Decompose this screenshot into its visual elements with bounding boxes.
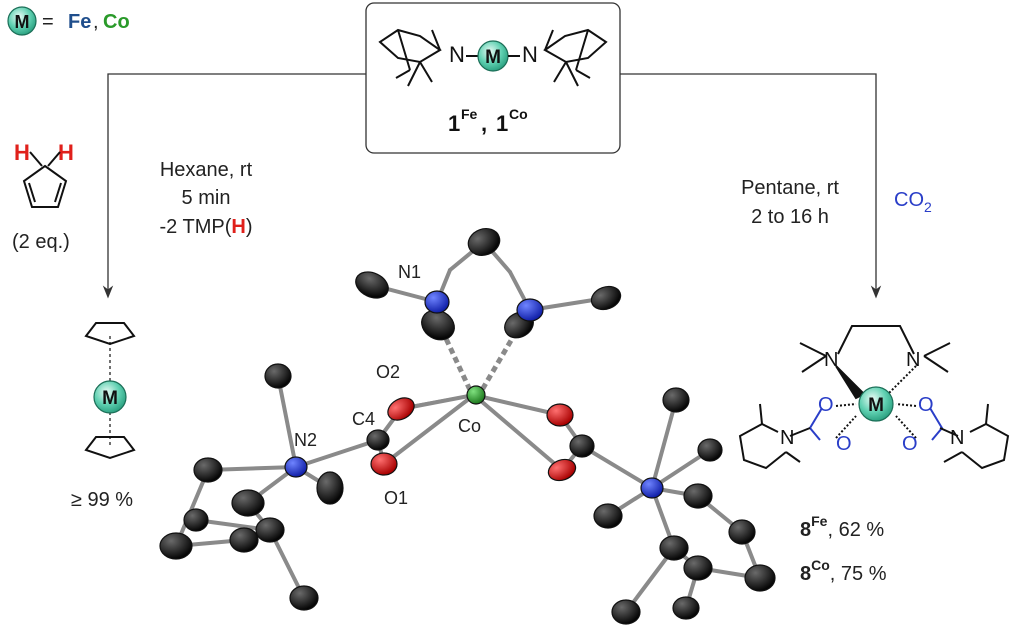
left-conditions: Hexane, rt 5 min -2 TMP(H) xyxy=(160,159,253,238)
atom-c xyxy=(683,483,713,509)
metallocene-metal-sphere-icon xyxy=(93,380,127,414)
metallocene-metal-symbol: M xyxy=(102,388,118,409)
start-metal-symbol: M xyxy=(485,47,501,68)
cp-equivalents: (2 eq.) xyxy=(12,231,70,253)
atom-c xyxy=(159,532,193,560)
atom-c xyxy=(697,438,723,462)
atom-c xyxy=(193,457,223,483)
left-cond-3: -2 TMP(H) xyxy=(160,216,253,238)
right-conditions: Pentane, rt 2 to 16 h CO2 xyxy=(741,177,932,228)
atom-c xyxy=(421,309,455,341)
label-n2: N2 xyxy=(294,430,317,450)
right-cond-2: 2 to 16 h xyxy=(751,206,829,228)
atom-c xyxy=(611,599,641,625)
label-o1: O1 xyxy=(384,488,408,508)
carb-metal-symbol: M xyxy=(868,395,884,416)
label-n1: N1 xyxy=(398,262,421,282)
atom-co xyxy=(466,385,486,405)
starting-material: N M N 1 Fe , 1 Co xyxy=(365,2,621,154)
cp-h-right: H xyxy=(58,140,74,165)
label-o2: O2 xyxy=(376,362,400,382)
legend-co: Co xyxy=(103,11,130,33)
tmp-right-structure xyxy=(543,28,608,87)
label-co: Co xyxy=(458,416,481,436)
atom-o xyxy=(547,458,577,482)
atom-c xyxy=(683,555,713,581)
right-cond-1: Pentane, rt xyxy=(741,177,839,199)
yield-fe: 8Fe, 62 % xyxy=(800,513,884,541)
metallocene-yield: ≥ 99 % xyxy=(71,489,133,511)
atom-c xyxy=(366,429,390,451)
atom-n2 xyxy=(284,456,308,478)
carb-o-2: O xyxy=(918,394,934,416)
tmp-left-structure xyxy=(378,28,442,87)
left-arrow xyxy=(102,73,366,299)
cyclopentadiene-reagent: H H (2 eq.) xyxy=(12,140,74,253)
cp-ring xyxy=(22,151,68,208)
legend-fe: Fe xyxy=(68,11,91,33)
left-cond-1: Hexane, rt xyxy=(160,159,253,181)
carb-n-3: N xyxy=(780,427,794,449)
atom-c xyxy=(659,535,689,561)
atom-c xyxy=(590,285,622,311)
atom-n1 xyxy=(424,290,450,314)
atom-c xyxy=(264,363,292,389)
atom-c xyxy=(229,527,259,553)
atom-n xyxy=(516,298,544,322)
carb-o-4: O xyxy=(902,433,918,455)
cp-h-left: H xyxy=(14,140,30,165)
metallocene-product: M ≥ 99 % xyxy=(71,322,136,511)
atom-c xyxy=(728,519,756,545)
label-c4: C4 xyxy=(352,409,375,429)
atom-c xyxy=(231,489,265,517)
carb-metal-sphere-icon xyxy=(858,386,894,422)
atom-n xyxy=(640,477,664,499)
atom-c xyxy=(672,596,700,620)
atom-c xyxy=(569,434,595,458)
atom-c xyxy=(662,387,690,413)
start-label: 1 Fe , 1 Co xyxy=(448,106,528,136)
reaction-arrows xyxy=(102,73,882,299)
start-label-sup-fe: Fe xyxy=(461,106,478,122)
carb-n-1: N xyxy=(824,349,838,371)
atom-c xyxy=(316,471,344,505)
carb-o-3: O xyxy=(836,433,852,455)
xray-structure: N1 N2 O2 C4 O1 Co xyxy=(159,228,776,625)
start-n-left: N xyxy=(449,42,465,67)
atom-c xyxy=(183,508,209,532)
carb-n-4: N xyxy=(950,427,964,449)
legend-comma: , xyxy=(93,11,99,33)
carb-o-1: O xyxy=(818,394,834,416)
atom-o xyxy=(546,403,574,427)
start-label-num-2: 1 xyxy=(496,111,508,136)
atom-c xyxy=(467,228,501,256)
legend: M = Fe , Co xyxy=(7,6,130,36)
yield-co: 8Co, 75 % xyxy=(800,557,887,585)
atom-c xyxy=(593,503,623,529)
atom-o1 xyxy=(370,452,398,476)
co2-reagent: CO2 xyxy=(894,189,932,215)
atom-o2 xyxy=(387,397,415,421)
legend-metal-symbol: M xyxy=(15,12,30,32)
atom-c xyxy=(744,564,776,592)
start-label-sep: , xyxy=(481,111,487,136)
atom-c xyxy=(255,517,285,543)
carbamate-product: N N O O O O M N N 8Fe, 62 xyxy=(738,325,1010,585)
start-label-num-1: 1 xyxy=(448,111,460,136)
legend-equals: = xyxy=(42,11,54,33)
atom-c xyxy=(289,585,319,611)
right-arrow xyxy=(620,73,882,299)
left-cond-2: 5 min xyxy=(182,187,231,209)
starting-material-box xyxy=(365,2,621,154)
start-n-right: N xyxy=(522,42,538,67)
start-label-sup-co: Co xyxy=(509,106,528,122)
metal-sphere-icon xyxy=(7,6,37,36)
carb-n-2: N xyxy=(906,349,920,371)
atom-c xyxy=(355,271,389,299)
